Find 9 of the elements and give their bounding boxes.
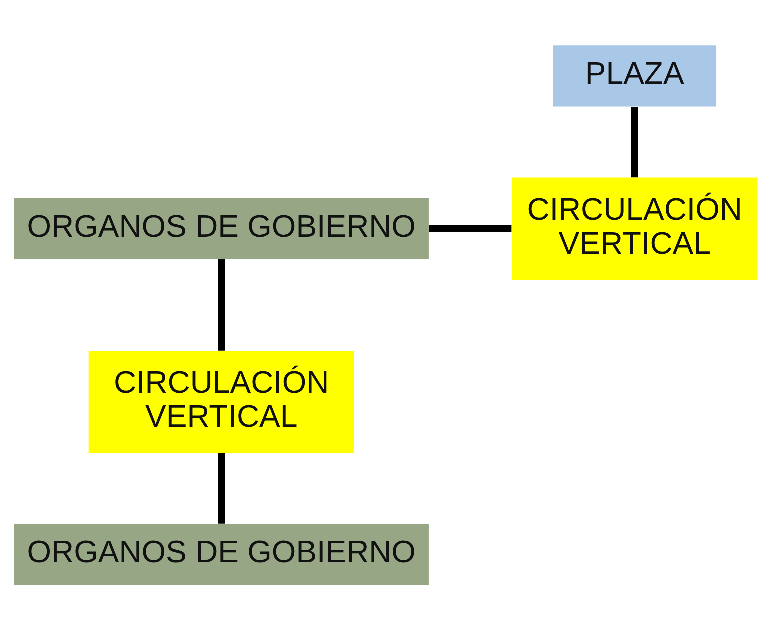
node-box: ORGANOS DE GOBIERNO — [14, 524, 429, 585]
node-box: ORGANOS DE GOBIERNO — [14, 198, 429, 259]
node-box: PLAZA — [553, 45, 717, 106]
node-box: CIRCULACIÓN VERTICAL — [512, 177, 758, 280]
connector — [218, 258, 226, 350]
connector — [218, 452, 226, 524]
connector — [631, 106, 638, 178]
connector — [429, 224, 512, 232]
node-box: CIRCULACIÓN VERTICAL — [88, 350, 354, 453]
